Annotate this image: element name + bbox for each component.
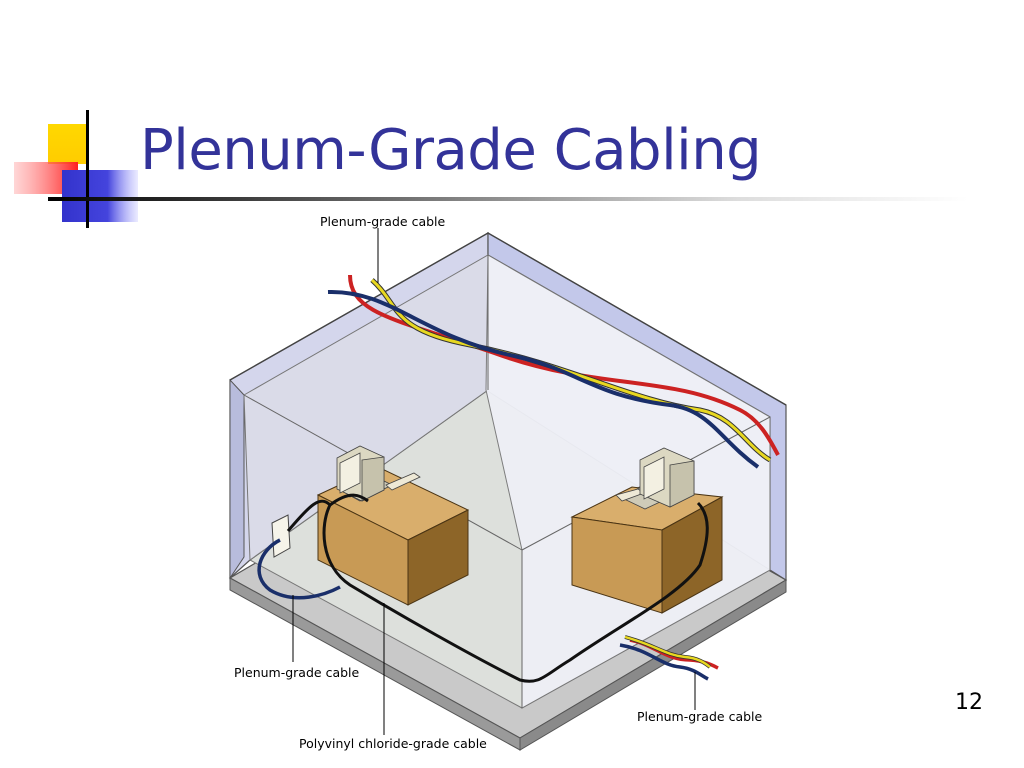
label-plenum-bottom-right: Plenum-grade cable xyxy=(637,709,763,724)
label-plenum-top: Plenum-grade cable xyxy=(320,214,446,229)
right-computer xyxy=(615,447,695,510)
plenum-cable-blue xyxy=(327,289,760,469)
label-pvc: Polyvinyl chloride-grade cable xyxy=(299,736,487,751)
label-plenum-left: Plenum-grade cable xyxy=(234,665,360,680)
title-underline xyxy=(48,197,968,201)
page-number: 12 xyxy=(955,690,983,715)
plenum-cable-left xyxy=(257,538,341,600)
plenum-cabling-diagram: Plenum-grade cable Plenum-grade cable Po… xyxy=(228,214,788,751)
slide-corner-decoration xyxy=(14,110,138,228)
pvc-cable xyxy=(286,499,709,683)
left-desk-side xyxy=(407,509,469,606)
slide-title: Plenum-Grade Cabling xyxy=(140,118,762,183)
plenum-cable-bottom-blue xyxy=(619,643,709,681)
